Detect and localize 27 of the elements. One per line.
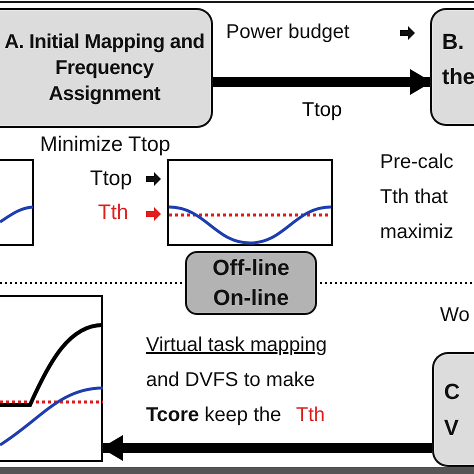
box-label: V [444,414,459,442]
arrow [213,69,432,95]
arrow [101,435,432,461]
annotation-text: and DVFS to make [146,370,315,390]
phase-label: Off-line [212,254,290,282]
box-label: C [444,378,460,406]
plot-drawing [0,295,103,462]
process-box [0,8,213,128]
annotation-text: Power budget [226,22,350,42]
axis-marker-label: Ttop [90,168,132,189]
phase-label: On-line [213,284,289,312]
annotation-text: Virtual task mapping [146,335,327,355]
annotation-text: Wo [440,305,470,325]
box-label: A. Initial Mapping and Frequency Assignment [3,30,206,107]
axis-marker-label: Tth [98,202,128,223]
process-box [430,8,474,126]
annotation-text: Tth [296,405,325,425]
box-label: B. [442,28,464,56]
process-box [432,352,474,467]
annotation-text: Tth that [380,187,448,207]
annotation-text: maximiz [380,222,454,242]
annotation-text: Tcore keep the [146,405,282,425]
box-label: the [442,63,474,92]
caption-text: Minimize Ttop [40,134,170,155]
phase-box [185,251,317,315]
annotation-text: Pre-calc [380,152,454,172]
edge-label: Ttop [300,100,344,120]
